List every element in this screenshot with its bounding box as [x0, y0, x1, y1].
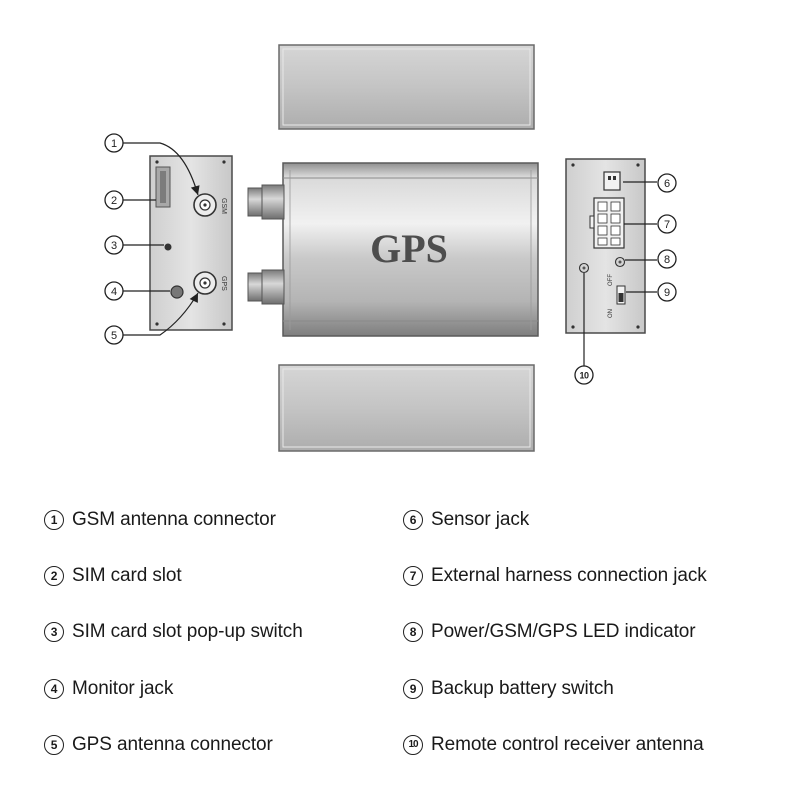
svg-text:3: 3 [111, 240, 117, 252]
svg-text:6: 6 [664, 178, 670, 190]
legend-number: 10 [403, 735, 423, 755]
legend-label: SIM card slot pop-up switch [72, 621, 303, 642]
callout-3: 3 [104, 235, 124, 255]
left-end-panel: GSM GPS [149, 155, 233, 331]
legend-number: 8 [403, 622, 423, 642]
gsm-panel-text: GSM [220, 198, 227, 214]
gps-tracker-diagram: GPS GSM GPS [104, 44, 677, 452]
callout-6: 6 [657, 173, 677, 193]
callout-7: 7 [657, 214, 677, 234]
svg-text:4: 4 [111, 286, 117, 298]
switch-on-text: ON [608, 309, 614, 318]
legend-number: 6 [403, 510, 423, 530]
monitor-jack [170, 285, 184, 299]
legend-number: 1 [44, 510, 64, 530]
legend-label: GSM antenna connector [72, 509, 276, 530]
svg-text:1: 1 [111, 138, 117, 150]
svg-text:2: 2 [111, 195, 117, 207]
legend-number: 3 [44, 622, 64, 642]
harness-jack [589, 197, 625, 249]
bottom-cover-plate [278, 364, 535, 452]
switch-off-text: OFF [608, 274, 614, 286]
legend-label: GPS antenna connector [72, 734, 273, 755]
svg-text:10: 10 [579, 371, 589, 381]
legend-number: 5 [44, 735, 64, 755]
top-cover-plate [278, 44, 535, 130]
legend-item-1: 1 GSM antenna connector [44, 509, 276, 531]
callout-2: 2 [104, 190, 124, 210]
legend-number: 7 [403, 566, 423, 586]
svg-text:9: 9 [664, 287, 670, 299]
legend-number: 9 [403, 679, 423, 699]
legend-label: External harness connection jack [431, 565, 707, 586]
legend-label: Sensor jack [431, 509, 530, 530]
callout-1: 1 [104, 133, 124, 153]
legend-label: SIM card slot [72, 565, 182, 586]
legend-item-3: 3 SIM card slot pop-up switch [44, 621, 303, 643]
sensor-jack [603, 171, 621, 191]
legend-item-8: 8 Power/GSM/GPS LED indicator [403, 621, 696, 643]
body-connector-top [247, 184, 285, 220]
callout-10: 10 [574, 365, 594, 385]
legend-label: Backup battery switch [431, 678, 614, 699]
legend-item-4: 4 Monitor jack [44, 678, 173, 700]
callout-4: 4 [104, 281, 124, 301]
svg-text:5: 5 [111, 330, 117, 342]
backup-battery-switch [616, 285, 626, 305]
callout-9: 9 [657, 282, 677, 302]
legend-label: Power/GSM/GPS LED indicator [431, 621, 696, 642]
legend: 1 GSM antenna connector 2 SIM card slot … [0, 495, 800, 785]
svg-text:8: 8 [664, 254, 670, 266]
right-end-panel: OFF ON [565, 158, 646, 334]
callout-8: 8 [657, 249, 677, 269]
legend-label: Monitor jack [72, 678, 174, 699]
legend-number: 2 [44, 566, 64, 586]
legend-item-7: 7 External harness connection jack [403, 565, 707, 587]
legend-item-5: 5 GPS antenna connector [44, 734, 273, 756]
callout-5: 5 [104, 325, 124, 345]
body-connector-bottom [247, 269, 285, 305]
legend-item-2: 2 SIM card slot [44, 565, 182, 587]
device-label: GPS [370, 226, 448, 271]
legend-item-6: 6 Sensor jack [403, 509, 529, 531]
sim-popup-switch [164, 243, 172, 251]
legend-item-9: 9 Backup battery switch [403, 678, 614, 700]
legend-item-10: 10 Remote control receiver antenna [403, 734, 704, 756]
legend-label: Remote control receiver antenna [431, 734, 704, 755]
device-body: GPS [282, 162, 539, 337]
svg-text:7: 7 [664, 219, 670, 231]
gps-panel-text: GPS [220, 276, 227, 291]
legend-number: 4 [44, 679, 64, 699]
